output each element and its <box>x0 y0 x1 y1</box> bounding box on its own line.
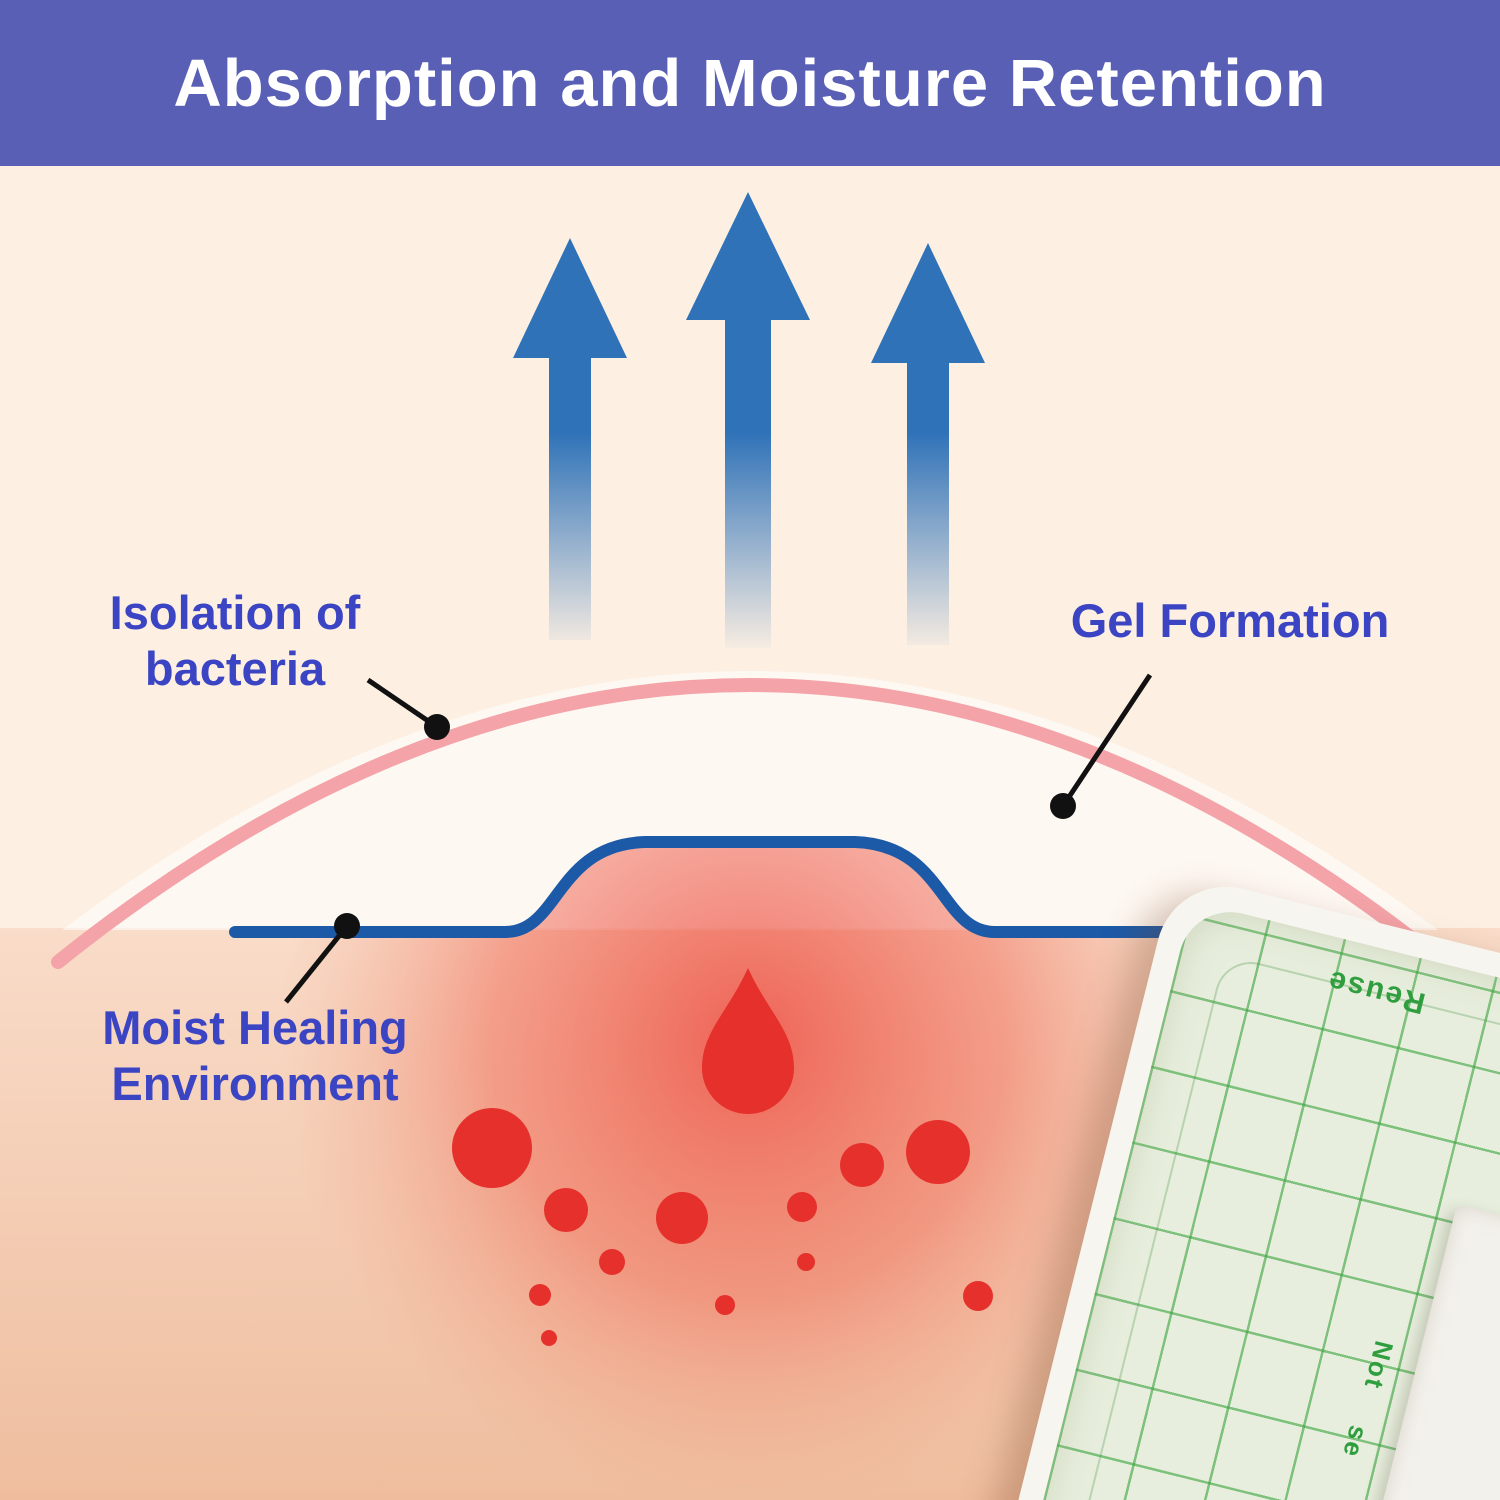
bacteria-dot <box>529 1284 551 1306</box>
pointer-lines <box>284 673 1153 1004</box>
dressing-arc <box>51 678 1449 969</box>
patch-print-reuse: Reuse <box>1323 963 1429 1020</box>
bacteria-dot <box>797 1253 815 1271</box>
bacteria-dot <box>541 1330 557 1346</box>
up-arrow-icon <box>871 243 985 645</box>
label-isolation-line2: bacteria <box>144 642 326 696</box>
pointer-line-isolation <box>366 677 439 730</box>
bacteria-dot <box>544 1188 588 1232</box>
bacteria-dot <box>452 1108 532 1188</box>
bacteria-dot <box>963 1281 993 1311</box>
wound-contact-line <box>229 836 1276 938</box>
dressing-dome-fill <box>62 671 1438 930</box>
bacteria-dot <box>656 1192 708 1244</box>
up-arrow-icon <box>513 238 627 640</box>
bacteria-dot <box>599 1249 625 1275</box>
patch-print-not: Not <box>1358 1337 1400 1394</box>
label-isolation-line1: Isolation of <box>109 586 361 639</box>
label-moist-line1: Moist Healing <box>102 1001 408 1054</box>
pointer-dot-isolation <box>424 714 450 740</box>
bacteria-dots <box>452 1108 993 1346</box>
bacteria-dot <box>906 1120 970 1184</box>
page-title: Absorption and Moisture Retention <box>173 45 1327 121</box>
pointer-dots <box>334 714 1076 939</box>
label-moist-healing-environment: Moist Healing Environment <box>45 1000 465 1113</box>
label-moist-line2: Environment <box>111 1057 399 1111</box>
bacteria-dot <box>840 1143 884 1187</box>
up-arrow-icon <box>686 192 810 648</box>
bacteria-dot <box>715 1295 735 1315</box>
pointer-line-gel <box>1060 673 1153 808</box>
pointer-line-moist <box>284 924 349 1004</box>
pointer-dot-moist <box>334 913 360 939</box>
moisture-vapor-arrows <box>513 192 985 648</box>
label-gel-formation: Gel Formation <box>1070 594 1390 647</box>
exudate-droplet-icon <box>702 968 794 1114</box>
pointer-dot-gel <box>1050 793 1076 819</box>
bacteria-dot <box>787 1192 817 1222</box>
patch-print-se: se <box>1336 1422 1374 1462</box>
label-isolation-of-bacteria: Isolation of bacteria <box>30 585 440 698</box>
header-banner: Absorption and Moisture Retention <box>0 0 1500 166</box>
